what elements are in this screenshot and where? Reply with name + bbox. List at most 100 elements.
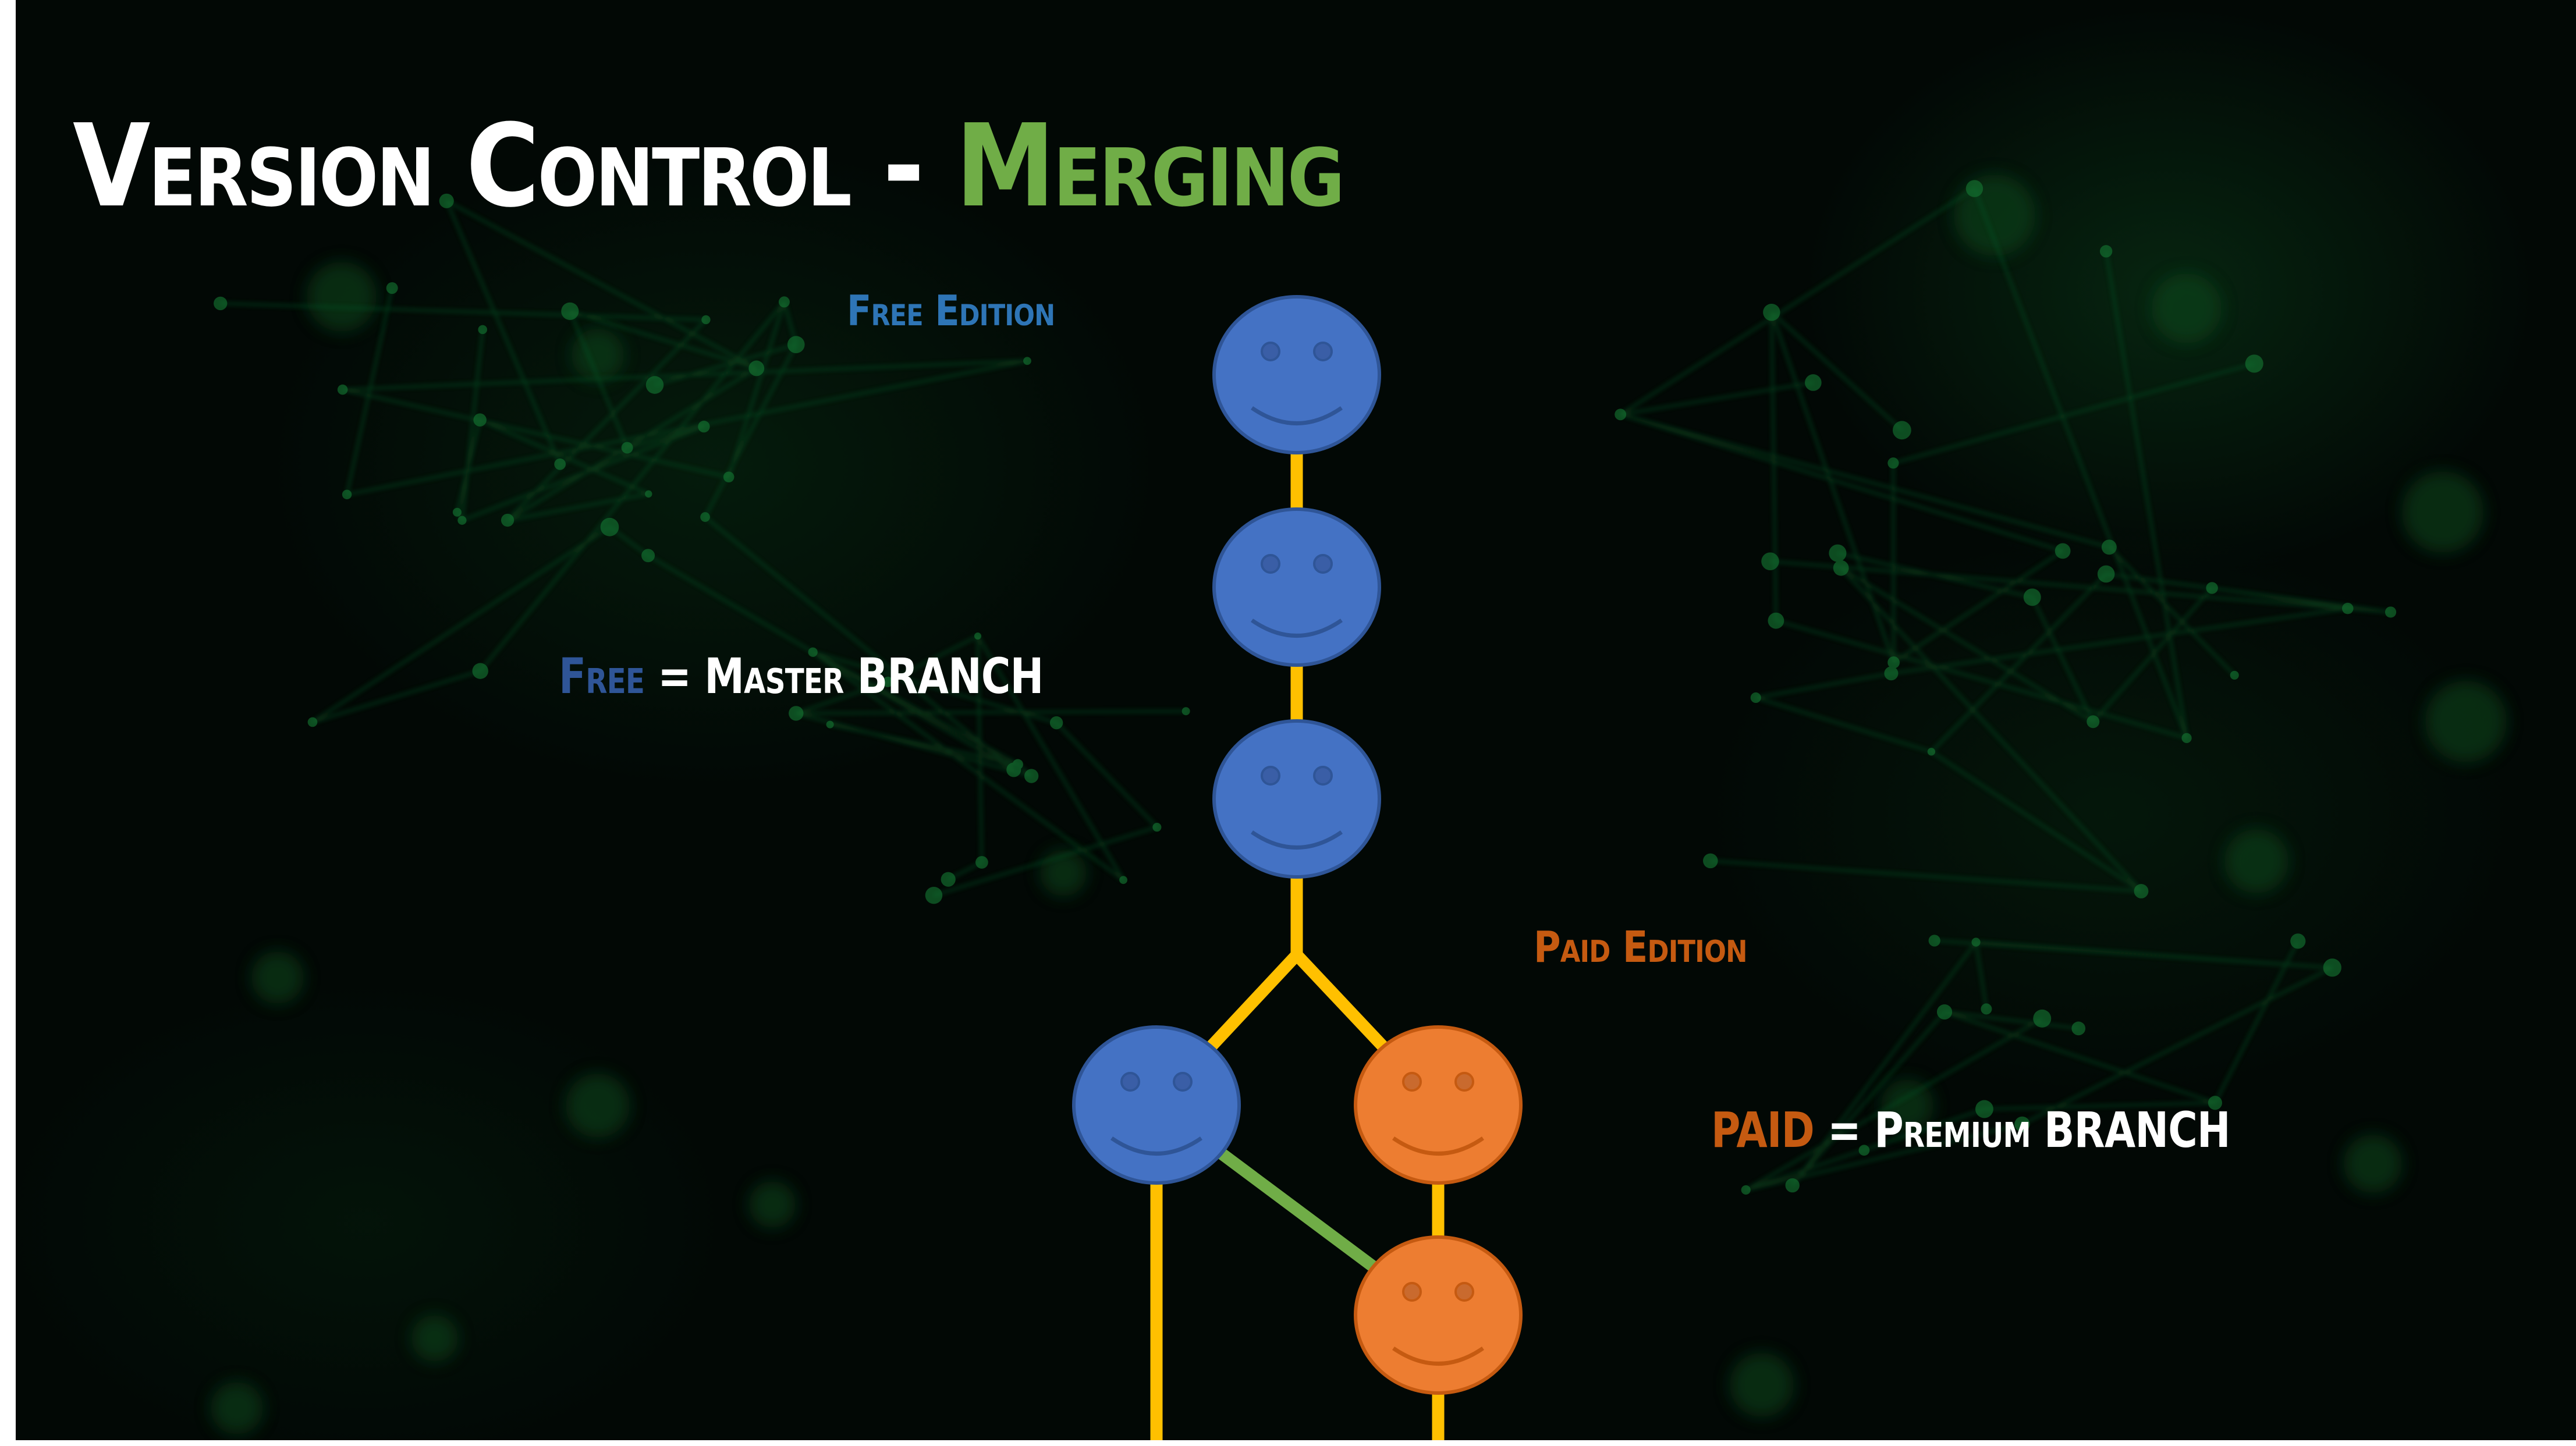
network-link	[1837, 552, 2033, 599]
network-link	[796, 710, 1186, 715]
network-node	[645, 376, 664, 394]
network-link	[342, 388, 729, 478]
network-node	[2023, 588, 2041, 606]
network-node	[1884, 666, 1899, 681]
bokeh-dot	[749, 1181, 796, 1228]
network-link	[812, 651, 1019, 766]
left-eye	[1120, 1072, 1140, 1092]
network-node	[621, 442, 633, 454]
network-node	[808, 647, 818, 657]
network-node	[789, 706, 804, 721]
free-edition-label: Free Edition	[847, 286, 1055, 335]
commit-node-master	[1212, 719, 1381, 879]
network-node	[2290, 933, 2306, 949]
network-node	[882, 676, 893, 687]
network-link	[2021, 967, 2333, 1125]
network-node	[778, 296, 790, 308]
smile-mouth	[1251, 830, 1343, 850]
network-link	[506, 319, 707, 521]
network-link	[1620, 187, 1975, 415]
network-node	[1785, 1178, 1800, 1193]
network-node	[1119, 876, 1128, 884]
network-link	[462, 425, 705, 522]
paid-legend-equals: =	[1814, 1102, 1875, 1159]
network-node	[457, 516, 467, 525]
bokeh-dot	[1040, 850, 1087, 896]
network-link	[1620, 413, 2063, 552]
commit-node-premium	[1354, 1235, 1523, 1395]
network-link	[1930, 573, 2107, 753]
network-background-pattern	[211, 175, 2507, 1434]
network-node	[925, 886, 943, 904]
network-link	[728, 301, 786, 478]
network-node	[2071, 1021, 2086, 1036]
network-node	[1936, 1004, 1953, 1020]
network-link	[311, 526, 611, 723]
network-link	[796, 712, 1032, 777]
network-link	[1775, 619, 2187, 740]
network-node	[700, 512, 710, 522]
network-node	[554, 458, 566, 470]
network-node	[723, 471, 735, 483]
network-link	[796, 680, 888, 715]
smiley-face-icon	[1072, 1025, 1241, 1185]
smiley-face-icon	[1212, 719, 1381, 879]
right-eye	[1173, 1072, 1193, 1092]
network-link	[1755, 672, 1892, 699]
network-node	[1181, 707, 1190, 716]
right-eye	[1454, 1072, 1474, 1092]
bokeh-dot	[307, 262, 377, 332]
bokeh-dot	[2425, 681, 2507, 762]
network-node	[941, 872, 956, 887]
network-link	[1892, 463, 1895, 663]
network-link	[2212, 587, 2348, 610]
network-node	[1152, 823, 1162, 832]
network-link	[1055, 722, 1158, 828]
network-node	[337, 384, 348, 395]
paid-legend-key: PAID	[1711, 1102, 1815, 1159]
bokeh-dot	[2224, 829, 2288, 893]
network-node	[1741, 1185, 1751, 1195]
network-link	[1791, 941, 1977, 1186]
network-node	[748, 360, 765, 376]
network-node	[787, 336, 805, 354]
network-node	[1024, 769, 1039, 783]
network-node	[1927, 748, 1936, 756]
network-node	[1829, 544, 1847, 562]
network-node	[1981, 1003, 1992, 1015]
network-node	[561, 302, 579, 320]
title-main: Version Control -	[73, 100, 956, 233]
commit-node-master	[1212, 295, 1381, 454]
network-node	[2087, 715, 2100, 729]
paid-legend-value: Premium	[1874, 1102, 2044, 1159]
network-link	[479, 418, 650, 495]
left-eye	[1402, 1072, 1422, 1092]
bokeh-dot	[2152, 273, 2222, 343]
network-link	[1864, 1108, 1985, 1152]
network-link	[346, 287, 393, 495]
network-link	[2108, 546, 2236, 676]
smile-mouth	[1251, 406, 1343, 425]
network-link	[1893, 363, 2255, 464]
network-link	[1891, 607, 2348, 675]
network-link	[446, 200, 757, 370]
network-node	[600, 517, 619, 537]
network-node	[1833, 560, 1849, 576]
network-link	[1840, 567, 2094, 723]
network-link	[2031, 596, 2095, 723]
network-link	[507, 492, 649, 521]
network-node	[501, 513, 515, 527]
network-node	[2033, 1009, 2052, 1028]
network-node	[2208, 1096, 2223, 1110]
title-accent: Merging	[955, 100, 1344, 233]
network-node	[1750, 692, 1761, 704]
network-node	[701, 315, 711, 325]
left-eye	[1261, 342, 1280, 361]
bokeh-dot	[411, 1315, 458, 1362]
network-node	[1768, 612, 1784, 629]
free-legend-value: Master	[704, 648, 857, 705]
network-node	[2014, 1116, 2030, 1132]
network-link	[654, 343, 797, 386]
left-eye	[1261, 554, 1280, 574]
smiley-face-icon	[1212, 507, 1381, 667]
